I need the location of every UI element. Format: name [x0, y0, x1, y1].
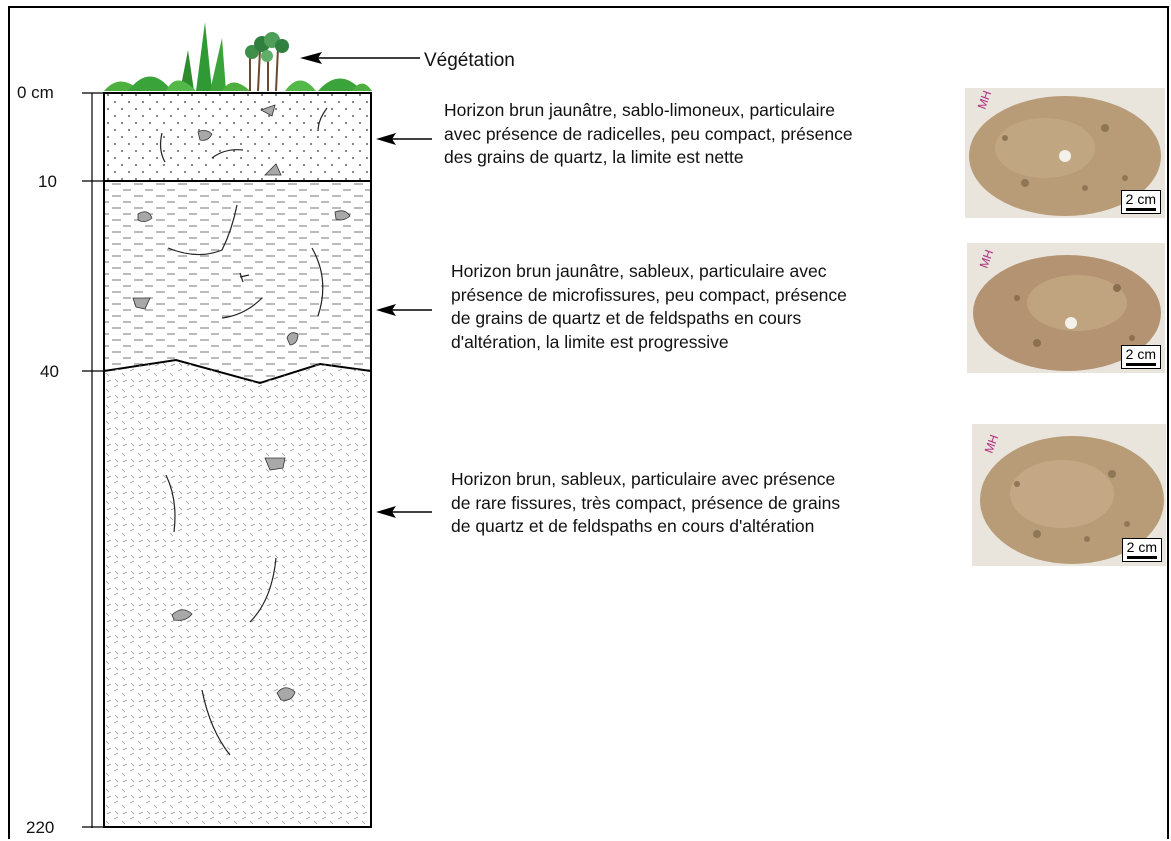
vegetation-label: Végétation	[424, 50, 515, 71]
horizon-1-arrow	[376, 133, 432, 145]
horizon-1-column	[104, 93, 371, 181]
depth-label-0: 0 cm	[17, 83, 54, 102]
scale-bar-2: 2 cm	[1121, 345, 1161, 369]
soil-photo-1: MH 2 cm	[965, 88, 1165, 218]
depth-label-40: 40	[40, 362, 59, 381]
horizon-1-line: des grains de quartz, la limite est nett…	[444, 146, 853, 170]
depth-label-220: 220	[26, 818, 54, 837]
horizon-3-column	[104, 360, 371, 827]
soil-photo-2: MH 2 cm	[967, 243, 1165, 373]
horizon-2-line: d'altération, la limite est progressive	[451, 331, 847, 355]
depth-label-10: 10	[38, 172, 57, 191]
horizon-3-line: de quartz et de feldspaths en cours d'al…	[451, 515, 840, 539]
soil-photo-3: MH 2 cm	[972, 424, 1166, 566]
scale-bar-1-label: 2 cm	[1126, 191, 1156, 207]
scale-bar-3-label: 2 cm	[1127, 539, 1157, 555]
vegetation-arrow	[300, 52, 420, 64]
vegetation-icon	[104, 22, 372, 91]
horizon-3-description: Horizon brun, sableux, particulaire avec…	[451, 468, 840, 539]
horizon-1-line: Horizon brun jaunâtre, sablo-limoneux, p…	[444, 99, 853, 123]
horizon-2-arrow	[376, 304, 432, 316]
scale-bar-1: 2 cm	[1121, 190, 1161, 214]
scale-bar-2-label: 2 cm	[1126, 346, 1156, 362]
depth-axis: 0 cm 10 40 220	[17, 83, 104, 837]
horizon-2-line: Horizon brun jaunâtre, sableux, particul…	[451, 260, 847, 284]
horizon-3-line: de rare fissures, très compact, présence…	[451, 492, 840, 516]
horizon-2-description: Horizon brun jaunâtre, sableux, particul…	[451, 260, 847, 354]
horizon-1-line: avec présence de radicelles, peu compact…	[444, 123, 853, 147]
horizon-3-line: Horizon brun, sableux, particulaire avec…	[451, 468, 840, 492]
horizon-3-arrow	[376, 506, 432, 518]
horizon-1-description: Horizon brun jaunâtre, sablo-limoneux, p…	[444, 99, 853, 170]
horizon-2-line: présence de microfissures, peu compact, …	[451, 284, 847, 308]
horizon-2-line: de grains de quartz et de feldspaths en …	[451, 307, 847, 331]
scale-bar-3: 2 cm	[1122, 538, 1162, 562]
horizon-2-column	[104, 181, 371, 383]
